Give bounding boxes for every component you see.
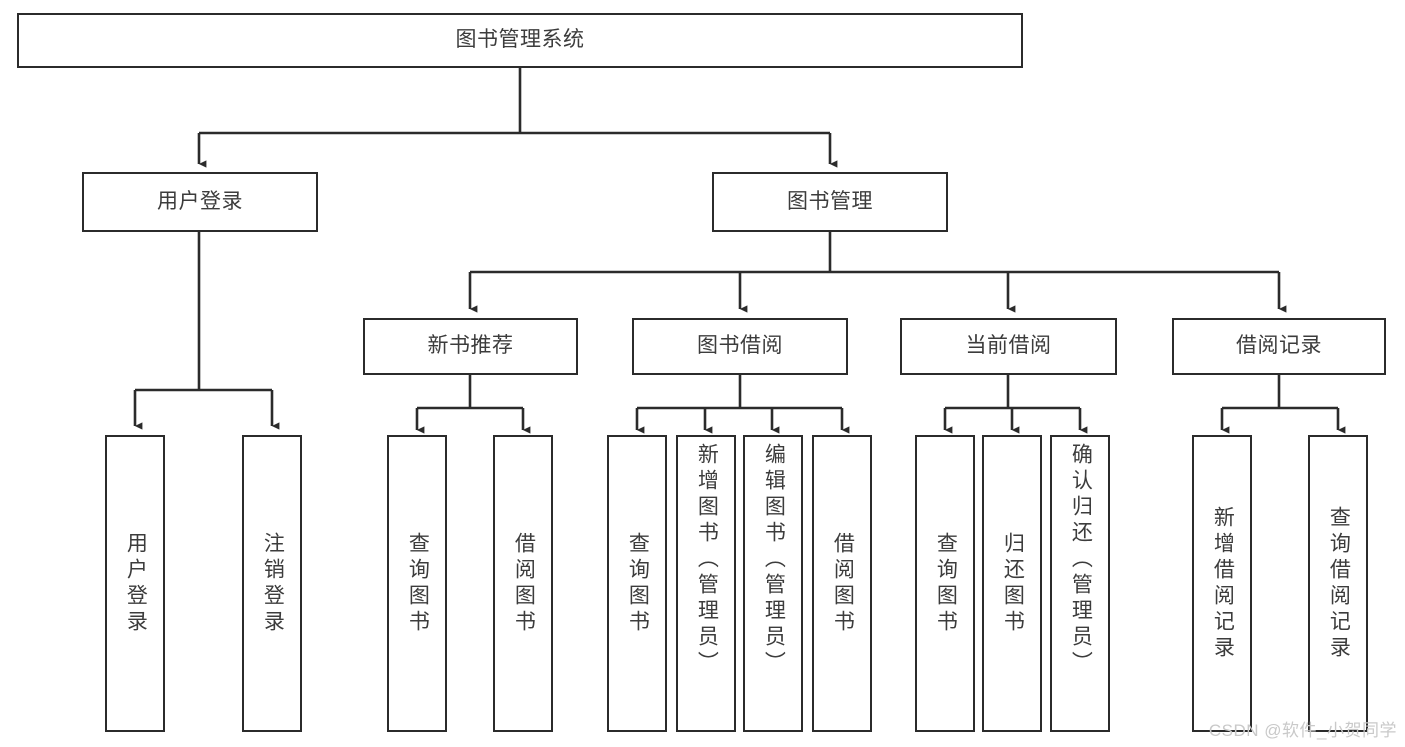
node-leaf-query-book-3[interactable]: 查询图书 xyxy=(915,435,975,732)
node-leaf-borrow-book-1[interactable]: 借阅图书 xyxy=(493,435,553,732)
node-leaf-logout-login-label: 注销登录 xyxy=(261,531,285,636)
node-book-manage[interactable]: 图书管理 xyxy=(712,172,948,232)
node-leaf-query-book-3-label: 查询图书 xyxy=(934,531,958,636)
node-leaf-borrow-book-1-label: 借阅图书 xyxy=(512,531,536,636)
node-borrow-record[interactable]: 借阅记录 xyxy=(1172,318,1386,375)
node-leaf-borrow-book-2[interactable]: 借阅图书 xyxy=(812,435,872,732)
node-leaf-logout-login[interactable]: 注销登录 xyxy=(242,435,302,732)
node-user-login[interactable]: 用户登录 xyxy=(82,172,318,232)
node-new-book-rec[interactable]: 新书推荐 xyxy=(363,318,578,375)
node-root[interactable]: 图书管理系统 xyxy=(17,13,1023,68)
node-leaf-edit-book[interactable]: 编辑图书（管理员） xyxy=(743,435,803,732)
node-leaf-user-login[interactable]: 用户登录 xyxy=(105,435,165,732)
node-borrow-record-label: 借阅记录 xyxy=(1236,334,1322,358)
node-user-login-label: 用户登录 xyxy=(157,189,243,213)
node-leaf-add-book-label: 新增图书（管理员） xyxy=(695,443,719,677)
node-leaf-edit-book-label: 编辑图书（管理员） xyxy=(762,443,786,677)
node-book-borrow[interactable]: 图书借阅 xyxy=(632,318,848,375)
node-leaf-add-record[interactable]: 新增借阅记录 xyxy=(1192,435,1252,732)
node-current-borrow-label: 当前借阅 xyxy=(965,334,1052,358)
node-leaf-query-record-label: 查询借阅记录 xyxy=(1327,505,1351,662)
node-leaf-query-book-2-label: 查询图书 xyxy=(626,531,650,636)
node-leaf-user-login-label: 用户登录 xyxy=(124,531,148,636)
node-leaf-query-book-1[interactable]: 查询图书 xyxy=(387,435,447,732)
node-root-label: 图书管理系统 xyxy=(455,28,585,52)
node-leaf-confirm-return-label: 确认归还（管理员） xyxy=(1069,443,1093,677)
node-leaf-borrow-book-2-label: 借阅图书 xyxy=(831,531,855,636)
node-book-manage-label: 图书管理 xyxy=(787,189,873,213)
node-book-borrow-label: 图书借阅 xyxy=(697,334,783,358)
node-leaf-query-book-1-label: 查询图书 xyxy=(406,531,430,636)
node-leaf-query-book-2[interactable]: 查询图书 xyxy=(607,435,667,732)
node-leaf-add-record-label: 新增借阅记录 xyxy=(1211,505,1235,662)
node-leaf-confirm-return[interactable]: 确认归还（管理员） xyxy=(1050,435,1110,732)
node-current-borrow[interactable]: 当前借阅 xyxy=(900,318,1117,375)
node-leaf-query-record[interactable]: 查询借阅记录 xyxy=(1308,435,1368,732)
node-new-book-rec-label: 新书推荐 xyxy=(427,334,514,358)
node-leaf-add-book[interactable]: 新增图书（管理员） xyxy=(676,435,736,732)
node-leaf-return-book[interactable]: 归还图书 xyxy=(982,435,1042,732)
node-leaf-return-book-label: 归还图书 xyxy=(1001,531,1025,636)
